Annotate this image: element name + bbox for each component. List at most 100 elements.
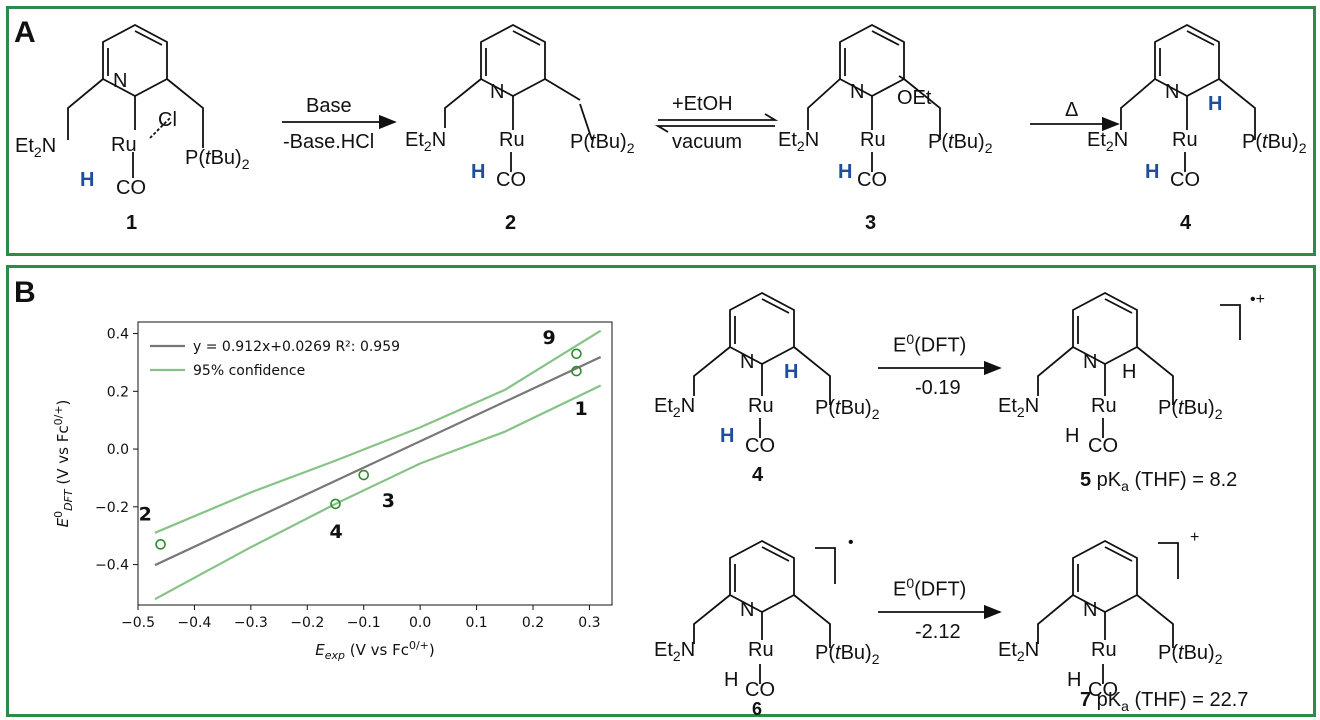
atom-ptbu: P(tBu)2 xyxy=(815,397,880,422)
legend-confidence-label: 95% confidence xyxy=(193,363,305,379)
data-point xyxy=(358,469,370,481)
panel-b-arrows xyxy=(878,360,1002,620)
data-point xyxy=(330,498,341,510)
atom-ptbu: P(tBu)2 xyxy=(570,131,635,156)
atom-et2n: Et2N xyxy=(654,395,696,420)
panel-b-label: B xyxy=(14,276,36,309)
atom-n: N xyxy=(740,351,755,373)
x-tick-label: −0.5 xyxy=(121,615,155,631)
arrow-4-5-top-label: E0(DFT) xyxy=(893,331,967,357)
x-tick-label: −0.2 xyxy=(290,615,324,631)
atom-et2n: Et2N xyxy=(15,135,57,160)
compound-label-2: 2 xyxy=(505,212,517,234)
point-label: 4 xyxy=(330,521,343,543)
atom-co: CO xyxy=(1088,679,1118,701)
compound-label-b4: 4 xyxy=(752,464,764,486)
atom-co: CO xyxy=(1170,169,1200,191)
atom-h: H xyxy=(1067,669,1082,691)
atom-n: N xyxy=(1083,599,1098,621)
structure-4 xyxy=(1120,23,1256,172)
data-point xyxy=(155,539,166,550)
compound-label-7: 7 pKa (THF) = 22.7 xyxy=(1080,689,1249,714)
arrow-3-top-label: Δ xyxy=(1065,99,1079,121)
atom-h: H xyxy=(784,361,799,383)
structure-2 xyxy=(444,23,593,172)
atom-cl: Cl xyxy=(158,109,177,131)
atom-h: H xyxy=(471,161,486,183)
confidence-lower-line xyxy=(154,384,602,601)
atom-h: H xyxy=(724,669,739,691)
arrow-2-bottom-label: vacuum xyxy=(672,131,743,153)
charge-5: •+ xyxy=(1250,291,1265,308)
atom-co: CO xyxy=(116,177,146,199)
x-tick-label: 0.0 xyxy=(409,615,431,631)
compound-label-3: 3 xyxy=(865,212,877,234)
atom-co: CO xyxy=(745,679,775,701)
atom-co: CO xyxy=(857,169,887,191)
structure-7 xyxy=(1037,539,1179,684)
plot-frame xyxy=(137,321,613,606)
atom-oet: OEt xyxy=(897,87,932,109)
atom-h: H xyxy=(838,161,853,183)
y-tick-label: 0.0 xyxy=(107,442,129,458)
point-label: 3 xyxy=(382,490,395,512)
arrow-6-7-top-label: E0(DFT) xyxy=(893,575,967,601)
atom-et2n: Et2N xyxy=(998,639,1040,664)
atom-n: N xyxy=(490,81,505,103)
structure-3 xyxy=(807,23,941,172)
atom-co: CO xyxy=(745,435,775,457)
atom-ptbu: P(tBu)2 xyxy=(815,642,880,667)
structure-1 xyxy=(67,23,204,178)
point-label: 1 xyxy=(574,398,587,420)
data-point xyxy=(571,348,582,360)
atom-et2n: Et2N xyxy=(778,129,820,154)
atom-h: H xyxy=(720,425,735,447)
atom-et2n: Et2N xyxy=(405,129,447,154)
y-axis-label: E0DFT (V vs Fc0/+) xyxy=(52,400,75,528)
arrow-6-7-bottom-label: -2.12 xyxy=(915,621,961,643)
compound-label-4: 4 xyxy=(1180,212,1192,234)
y-tick-label: 0.2 xyxy=(107,384,129,400)
compound-label-6: 6 xyxy=(752,699,763,719)
x-tick-label: −0.4 xyxy=(177,615,211,631)
atom-ru: Ru xyxy=(499,129,525,151)
atom-ptbu: P(tBu)2 xyxy=(1158,642,1223,667)
y-tick-label: −0.4 xyxy=(95,558,129,574)
atom-h: H xyxy=(1145,161,1160,183)
equilibrium-arrow-bottom xyxy=(654,125,775,133)
compound-label-1: 1 xyxy=(126,212,138,234)
atom-n: N xyxy=(113,70,128,92)
structure-b-4 xyxy=(693,291,831,438)
atom-co: CO xyxy=(1088,435,1118,457)
atom-ru: Ru xyxy=(748,395,774,417)
atom-n: N xyxy=(1165,81,1180,103)
charge-7: + xyxy=(1190,529,1200,546)
atom-ru: Ru xyxy=(748,639,774,661)
panel-a-frame xyxy=(6,6,1316,256)
equilibrium-arrow-top xyxy=(658,113,779,121)
arrow-1-bottom-label: -Base.HCl xyxy=(283,131,375,153)
panel-a-arrows xyxy=(282,113,1120,133)
atom-et2n: Et2N xyxy=(998,395,1040,420)
panel-a-label: A xyxy=(14,16,36,49)
x-axis-label: Eexp (V vs Fc0/+) xyxy=(315,639,435,662)
panel-b-frame xyxy=(6,265,1316,717)
atom-ru: Ru xyxy=(1091,395,1117,417)
structure-6 xyxy=(693,539,836,684)
point-label: 9 xyxy=(542,327,555,349)
compound-label-5: 5 pKa (THF) = 8.2 xyxy=(1080,469,1238,494)
charge-6: • xyxy=(848,534,854,551)
atom-h: H xyxy=(80,169,95,191)
x-tick-label: 0.3 xyxy=(578,615,600,631)
atom-ptbu: P(tBu)2 xyxy=(1242,131,1307,156)
data-point xyxy=(571,365,582,377)
atom-n: N xyxy=(1083,351,1098,373)
x-tick-label: 0.1 xyxy=(465,615,487,631)
atom-co: CO xyxy=(496,169,526,191)
point-label: 2 xyxy=(139,503,152,525)
panel-a-structures xyxy=(67,23,1256,178)
atom-h: H xyxy=(1065,425,1080,447)
legend-fit-label: y = 0.912x+0.0269 R²: 0.959 xyxy=(193,339,400,355)
atom-n: N xyxy=(850,81,865,103)
